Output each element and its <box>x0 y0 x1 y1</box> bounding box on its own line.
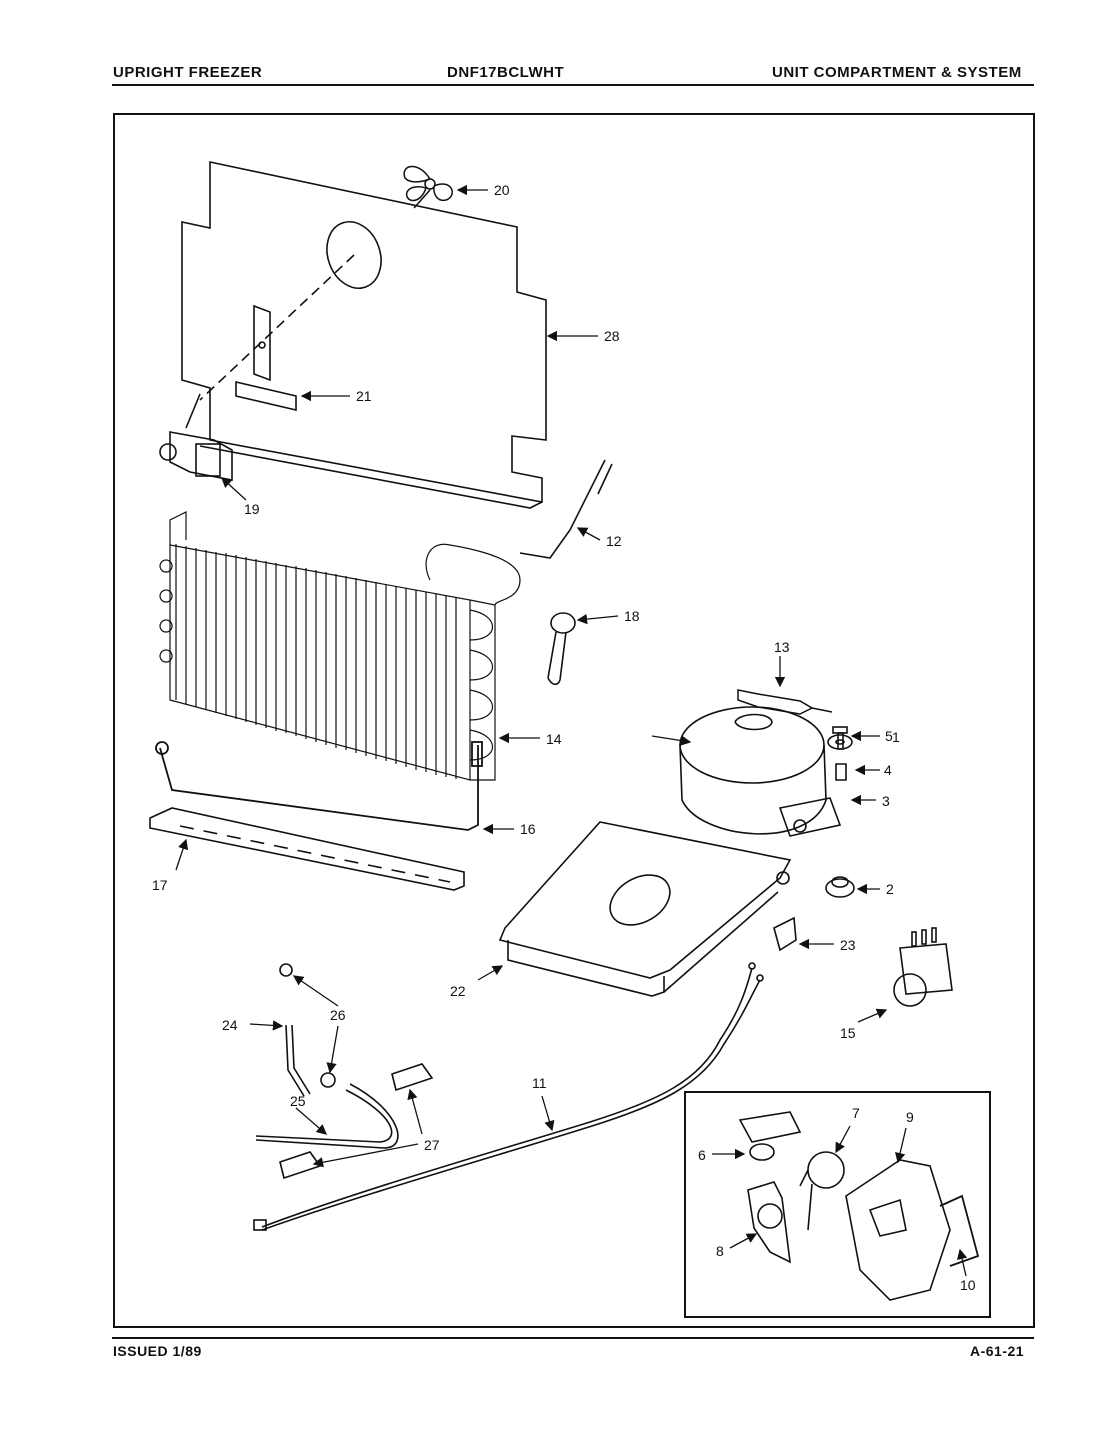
callout-label: 26 <box>330 1007 346 1023</box>
callout-label: 27 <box>424 1137 440 1153</box>
compressor-sleeve <box>835 763 847 781</box>
wiring-harness <box>253 962 764 1231</box>
callout-label: 3 <box>882 793 890 809</box>
callout-label: 5 <box>885 728 893 744</box>
diagram-frame <box>113 113 1035 1328</box>
header-model: DNF17BCLWHT <box>447 64 565 81</box>
footer-issued: ISSUED 1/89 <box>113 1343 202 1359</box>
retaining-clip <box>747 1181 791 1264</box>
callout-label: 17 <box>152 877 168 893</box>
bail-wire <box>939 1194 980 1267</box>
callout-label: 23 <box>840 937 856 953</box>
callout-label: 19 <box>244 501 260 517</box>
callout-label: 14 <box>546 731 562 747</box>
header-right: UNIT COMPARTMENT & SYSTEM <box>772 64 1022 81</box>
callout-label: 20 <box>494 182 510 198</box>
callout-label: 13 <box>774 639 790 655</box>
callout-label: 12 <box>606 533 622 549</box>
washer <box>827 734 853 750</box>
callout-label: 8 <box>716 1243 724 1259</box>
callout-label: 18 <box>624 608 640 624</box>
callout-label: 25 <box>290 1093 306 1109</box>
drain-pan <box>498 821 792 997</box>
drain-tube-upper <box>285 1024 311 1097</box>
evaporator-cover-panel <box>181 161 547 509</box>
callout-label: 9 <box>906 1109 914 1125</box>
bolt <box>832 726 848 750</box>
fan-blade <box>403 165 453 209</box>
footer-rule <box>112 1337 1034 1339</box>
fan-motor <box>159 393 233 481</box>
header-left: UPRIGHT FREEZER <box>113 64 263 81</box>
callout-label: 6 <box>698 1147 706 1163</box>
evaporator-coil <box>159 511 521 781</box>
drier <box>737 689 833 715</box>
callout-label: 4 <box>884 762 892 778</box>
footer-page-code: A-61-21 <box>970 1343 1025 1359</box>
header-rule <box>112 84 1034 86</box>
relay <box>738 1111 802 1161</box>
callout-label: 1 <box>892 729 900 745</box>
callout-label: 24 <box>222 1017 238 1033</box>
leader-lines <box>175 184 968 1277</box>
drain-clip <box>773 916 797 952</box>
callout-label: 10 <box>960 1277 976 1293</box>
fan-bracket <box>235 304 297 412</box>
defrost-timer <box>893 927 953 1007</box>
callout-label: 22 <box>450 983 466 999</box>
callout-label: 11 <box>532 1075 547 1091</box>
overload-protector <box>799 1151 845 1231</box>
compressor <box>679 706 842 837</box>
callout-label: 16 <box>520 821 536 837</box>
defrost-thermostat <box>547 612 576 686</box>
defrost-heater <box>155 741 483 831</box>
terminal-cover <box>845 1159 951 1301</box>
drain-tube-lower <box>255 1083 399 1149</box>
callout-label: 28 <box>604 328 620 344</box>
callout-label: 15 <box>840 1025 856 1041</box>
callout-label: 21 <box>356 388 372 404</box>
heater-tray <box>149 807 465 891</box>
inset-parts-box <box>684 1091 991 1318</box>
tubing <box>519 459 613 559</box>
callout-label: 7 <box>852 1105 860 1121</box>
compressor-grommet <box>825 876 855 898</box>
callout-label: 2 <box>886 881 894 897</box>
